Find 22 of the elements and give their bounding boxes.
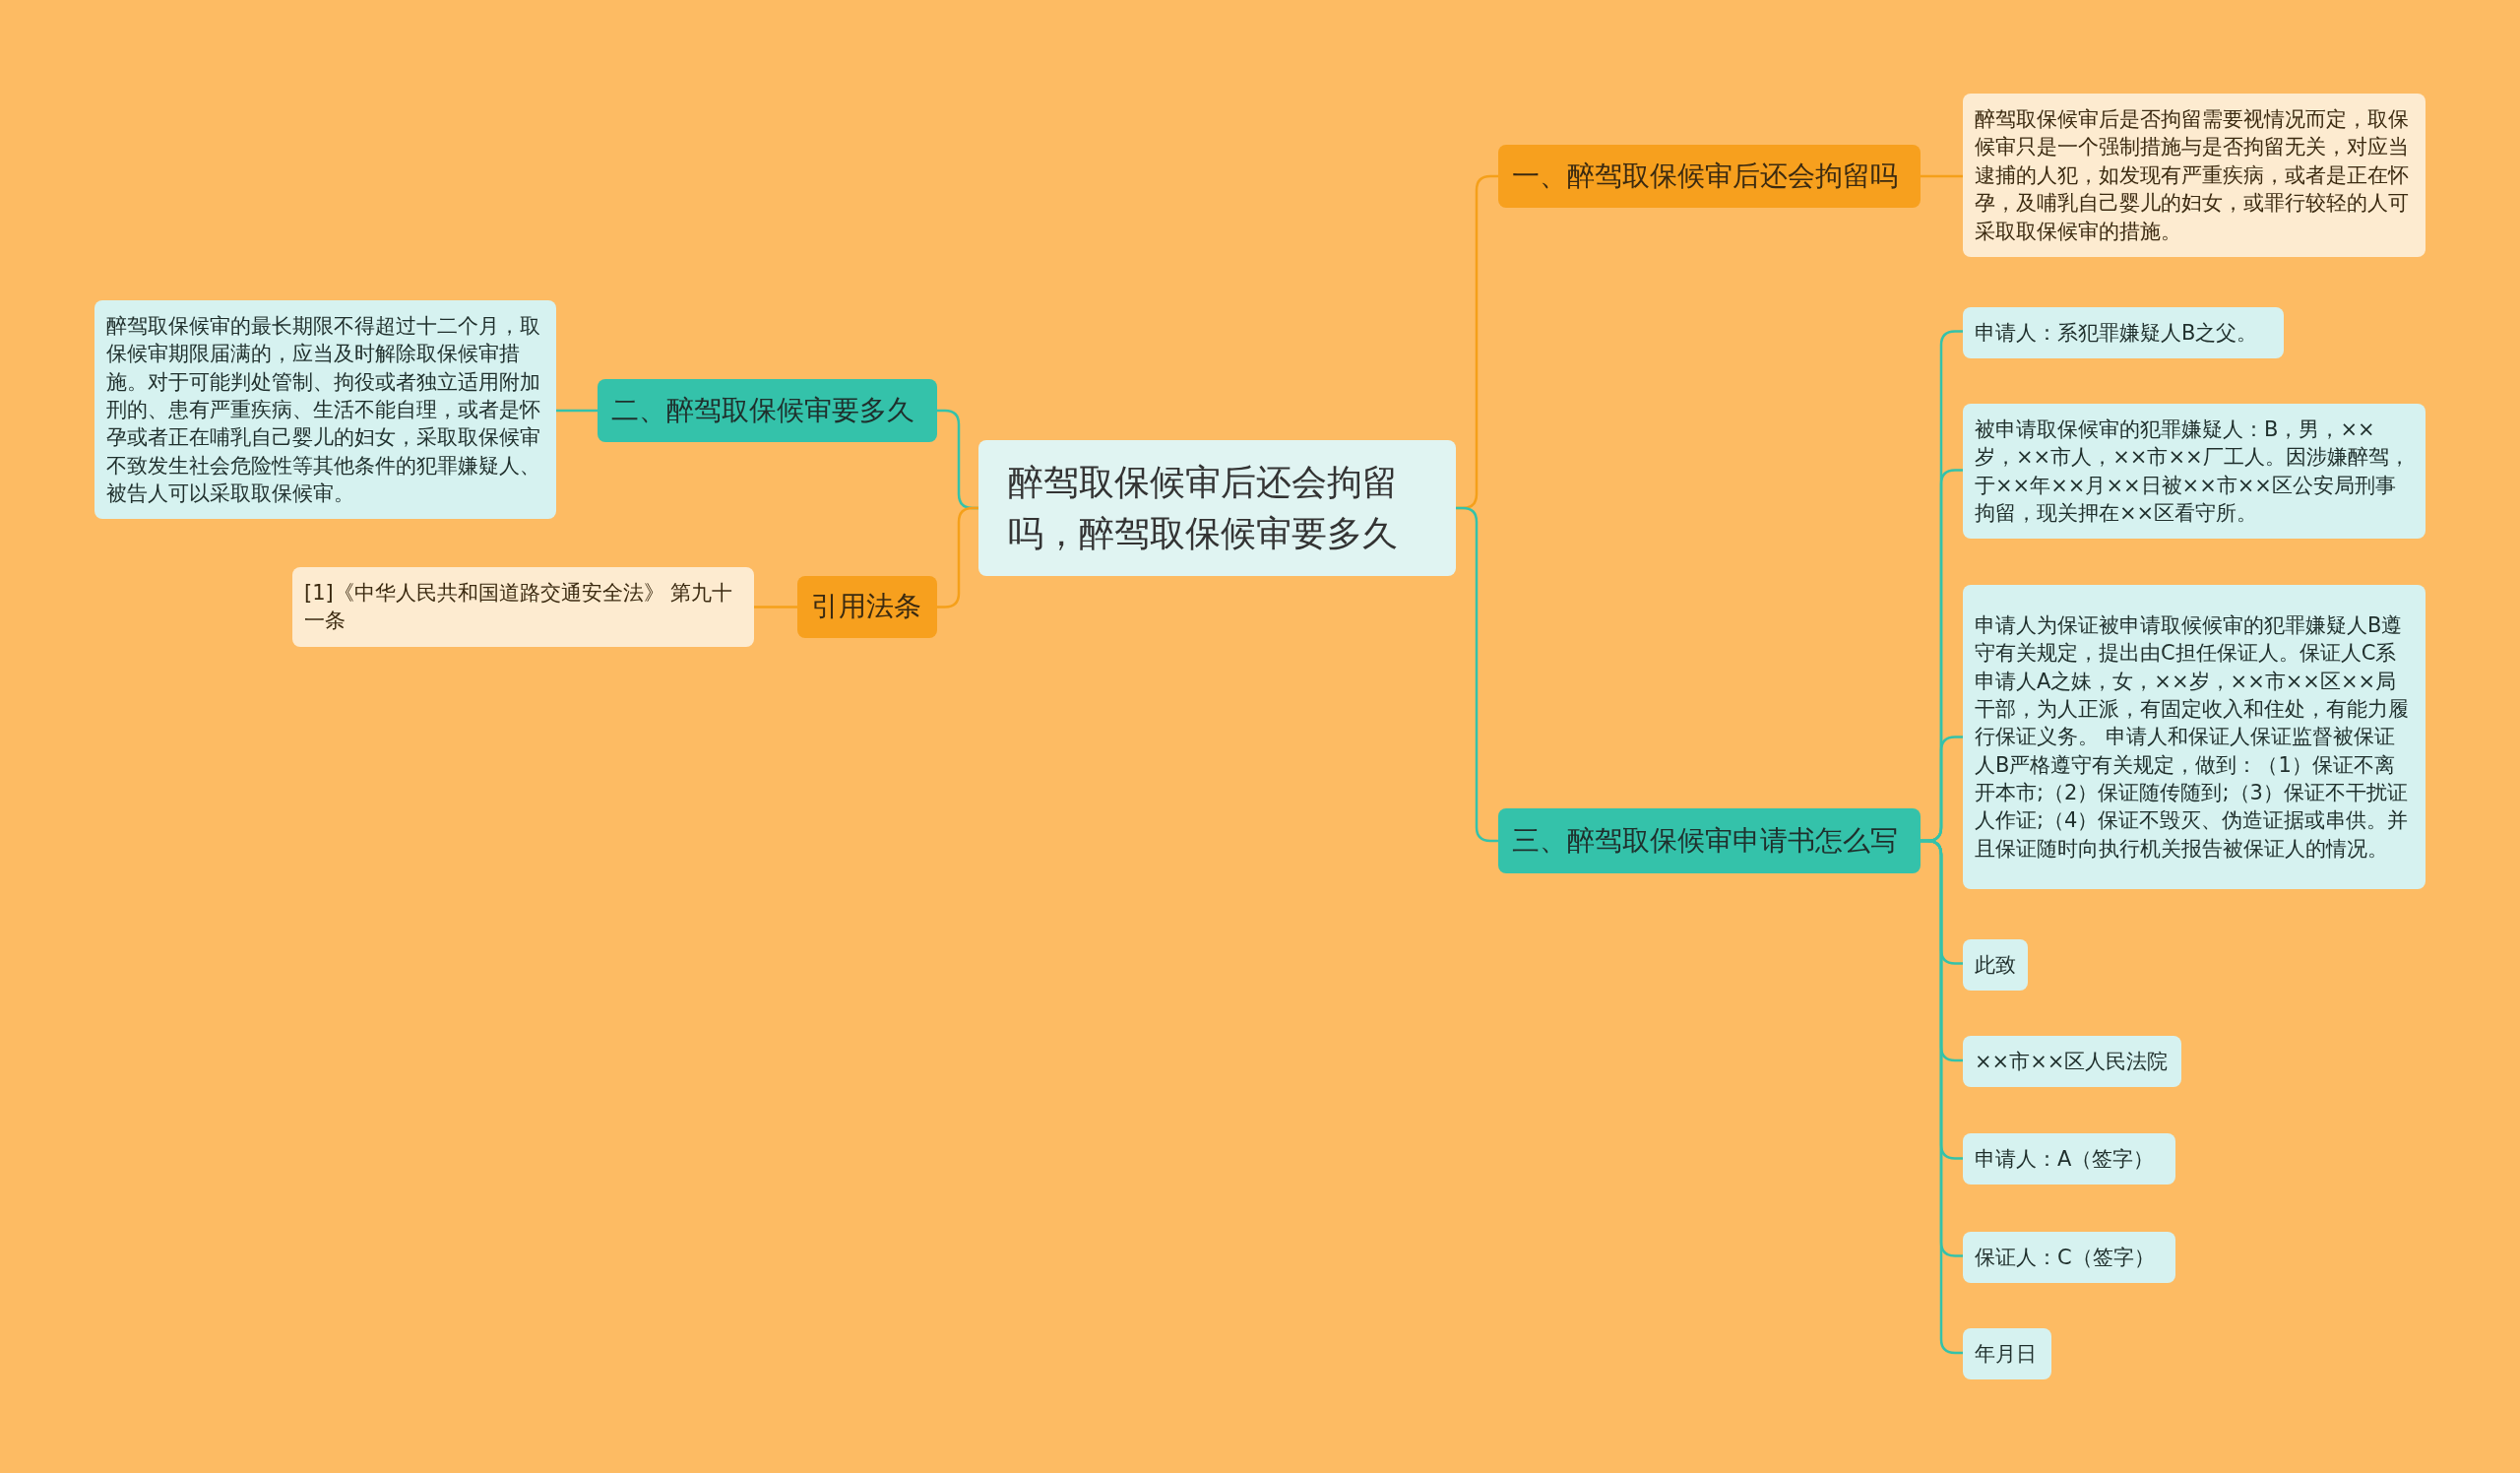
note-box: 被申请取保候审的犯罪嫌疑人：B，男，××岁，××市人，××市××厂工人。因涉嫌醉驾，于××年××月××日被××市××区公安局刑事拘留，现关押在××区看守所。 — [1963, 404, 2426, 540]
note-box: 申请人：A（签字） — [1963, 1133, 2175, 1185]
connector-line — [1456, 506, 1498, 843]
connector-line — [754, 606, 797, 608]
central-topic: 醉驾取保候审后还会拘留吗，醉驾取保候审要多久 — [978, 440, 1456, 576]
note-box: 醉驾取保候审的最长期限不得超过十二个月，取保候审期限届满的，应当及时解除取保候审措施。对于可能判处管制、拘役或者独立适用附加刑的、患有严重疾病、生活不能自理，或者是怀孕或者正在哺乳自己婴儿的妇女，采取取保候审不致发生社会危险性等其他条件的犯罪嫌疑人、被告人可以采取取保候审。 — [94, 300, 556, 520]
branch-topic: 三、醉驾取保候审申请书怎么写 — [1498, 808, 1921, 873]
connector-line — [1921, 174, 1963, 178]
branch-topic: 引用法条 — [797, 576, 937, 638]
note-box: 申请人：系犯罪嫌疑人B之父。 — [1963, 307, 2284, 359]
note-box: 保证人：C（签字） — [1963, 1232, 2175, 1284]
note-box: [1]《中华人民共和国道路交通安全法》 第九十一条 — [292, 567, 754, 647]
branch-topic: 二、醉驾取保候审要多久 — [598, 379, 937, 442]
branch-topic: 一、醉驾取保候审后还会拘留吗 — [1498, 145, 1921, 208]
connector-line — [1921, 839, 1963, 1355]
note-box: 此致 — [1963, 939, 2028, 992]
connector-line — [556, 409, 598, 413]
note-box: ××市××区人民法院 — [1963, 1036, 2181, 1088]
note-box: 申请人为保证被申请取候候审的犯罪嫌疑人B遵守有关规定，提出由C担任保证人。保证人C系申请人A之妹，女，××岁，××市××区××局干部，为人正派，有固定收入和住处，有能力履行保证义务。 申请人和保证人保证监督被保证人B严格遵守有关规定，做到：（1）保证不离开本市;（2）保证随传随到;（3）保证不干扰证人作证;（4）保证不毁灭、伪造证据或串供。并且保证随时向执行机关报告被保证人的情况。 — [1963, 585, 2426, 889]
connector-line — [937, 506, 978, 608]
note-box: 年月日 — [1963, 1328, 2051, 1380]
note-box: 醉驾取保候审后是否拘留需要视情况而定，取保候审只是一个强制措施与是否拘留无关，对应当逮捕的人犯，如发现有严重疾病，或者是正在怀孕，及哺乳自己婴儿的妇女，或罪行较轻的人可采取取保候审的措施。 — [1963, 94, 2426, 257]
